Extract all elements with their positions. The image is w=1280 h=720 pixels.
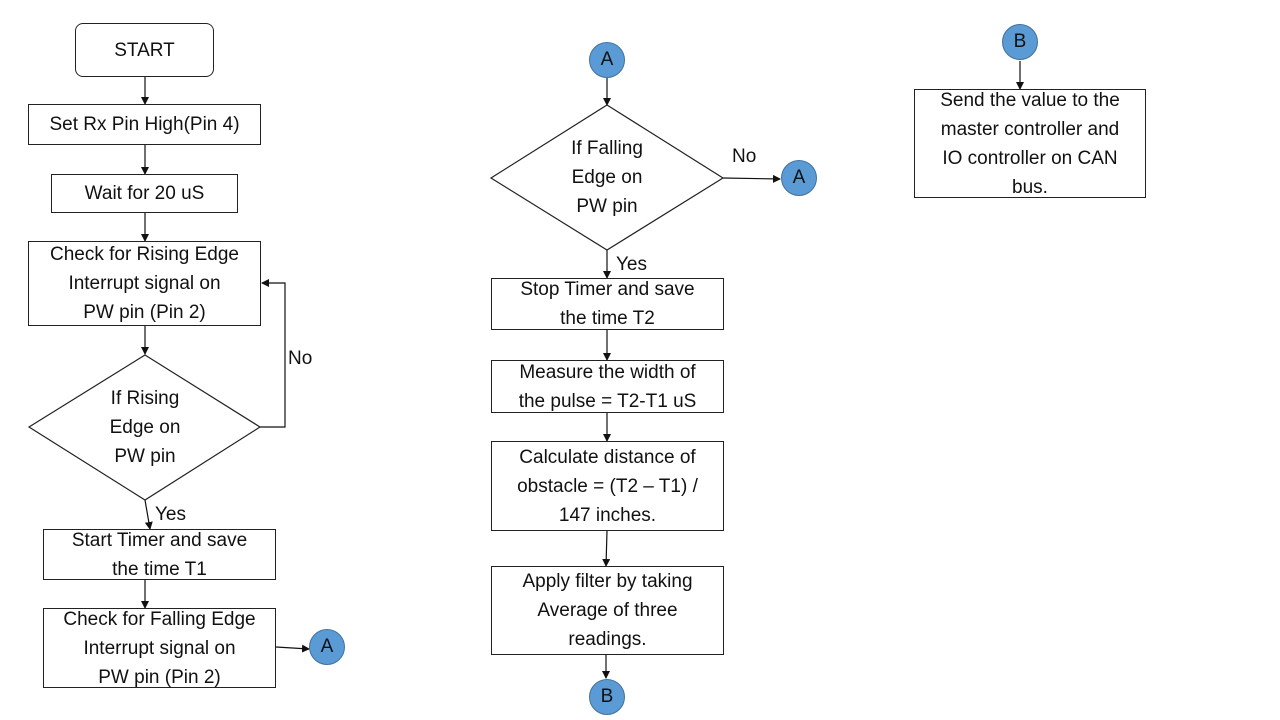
check-falling-edge-step: Check for Falling Edge Interrupt signal …	[43, 608, 276, 688]
decision-rising-edge-text: If Rising Edge on PW pin	[109, 388, 181, 467]
arrow-falling-no-to-a	[722, 174, 781, 183]
connector-b-top: B	[1002, 24, 1038, 60]
measure-pulse-step: Measure the width of the pulse = T2-T1 u…	[491, 360, 724, 413]
calculate-distance-step: Calculate distance of obstacle = (T2 – T…	[491, 441, 724, 531]
connector-a-right: A	[781, 160, 817, 196]
connector-b-bottom: B	[589, 679, 625, 715]
decision-falling-edge-shape	[489, 104, 725, 251]
connector-a-top: A	[589, 42, 625, 78]
rising-no-label: No	[288, 348, 313, 369]
arrow-check-falling-to-a	[275, 644, 310, 653]
arrow-decision-to-start-timer	[144, 499, 153, 530]
stop-timer-step: Stop Timer and save the time T2	[491, 278, 724, 330]
set-rx-pin-high-step: Set Rx Pin High(Pin 4)	[28, 104, 261, 145]
apply-filter-step: Apply filter by taking Average of three …	[491, 566, 724, 655]
decision-rising-edge-shape	[27, 354, 262, 501]
wait-20us-step: Wait for 20 uS	[51, 174, 238, 213]
falling-yes-label: Yes	[616, 254, 647, 275]
start-timer-step: Start Timer and save the time T1	[43, 529, 276, 580]
falling-no-label: No	[732, 146, 757, 167]
send-value-step: Send the value to the master controller …	[914, 89, 1146, 198]
connector-a-flow1: A	[309, 629, 345, 665]
arrow-calculate-to-filter	[602, 530, 611, 567]
check-rising-edge-step: Check for Rising Edge Interrupt signal o…	[28, 241, 261, 326]
rising-yes-label: Yes	[155, 504, 186, 525]
arrow-no-loop-back	[260, 279, 286, 428]
start-terminal: START	[75, 23, 214, 77]
decision-falling-edge-text: If Falling Edge on PW pin	[571, 138, 643, 217]
